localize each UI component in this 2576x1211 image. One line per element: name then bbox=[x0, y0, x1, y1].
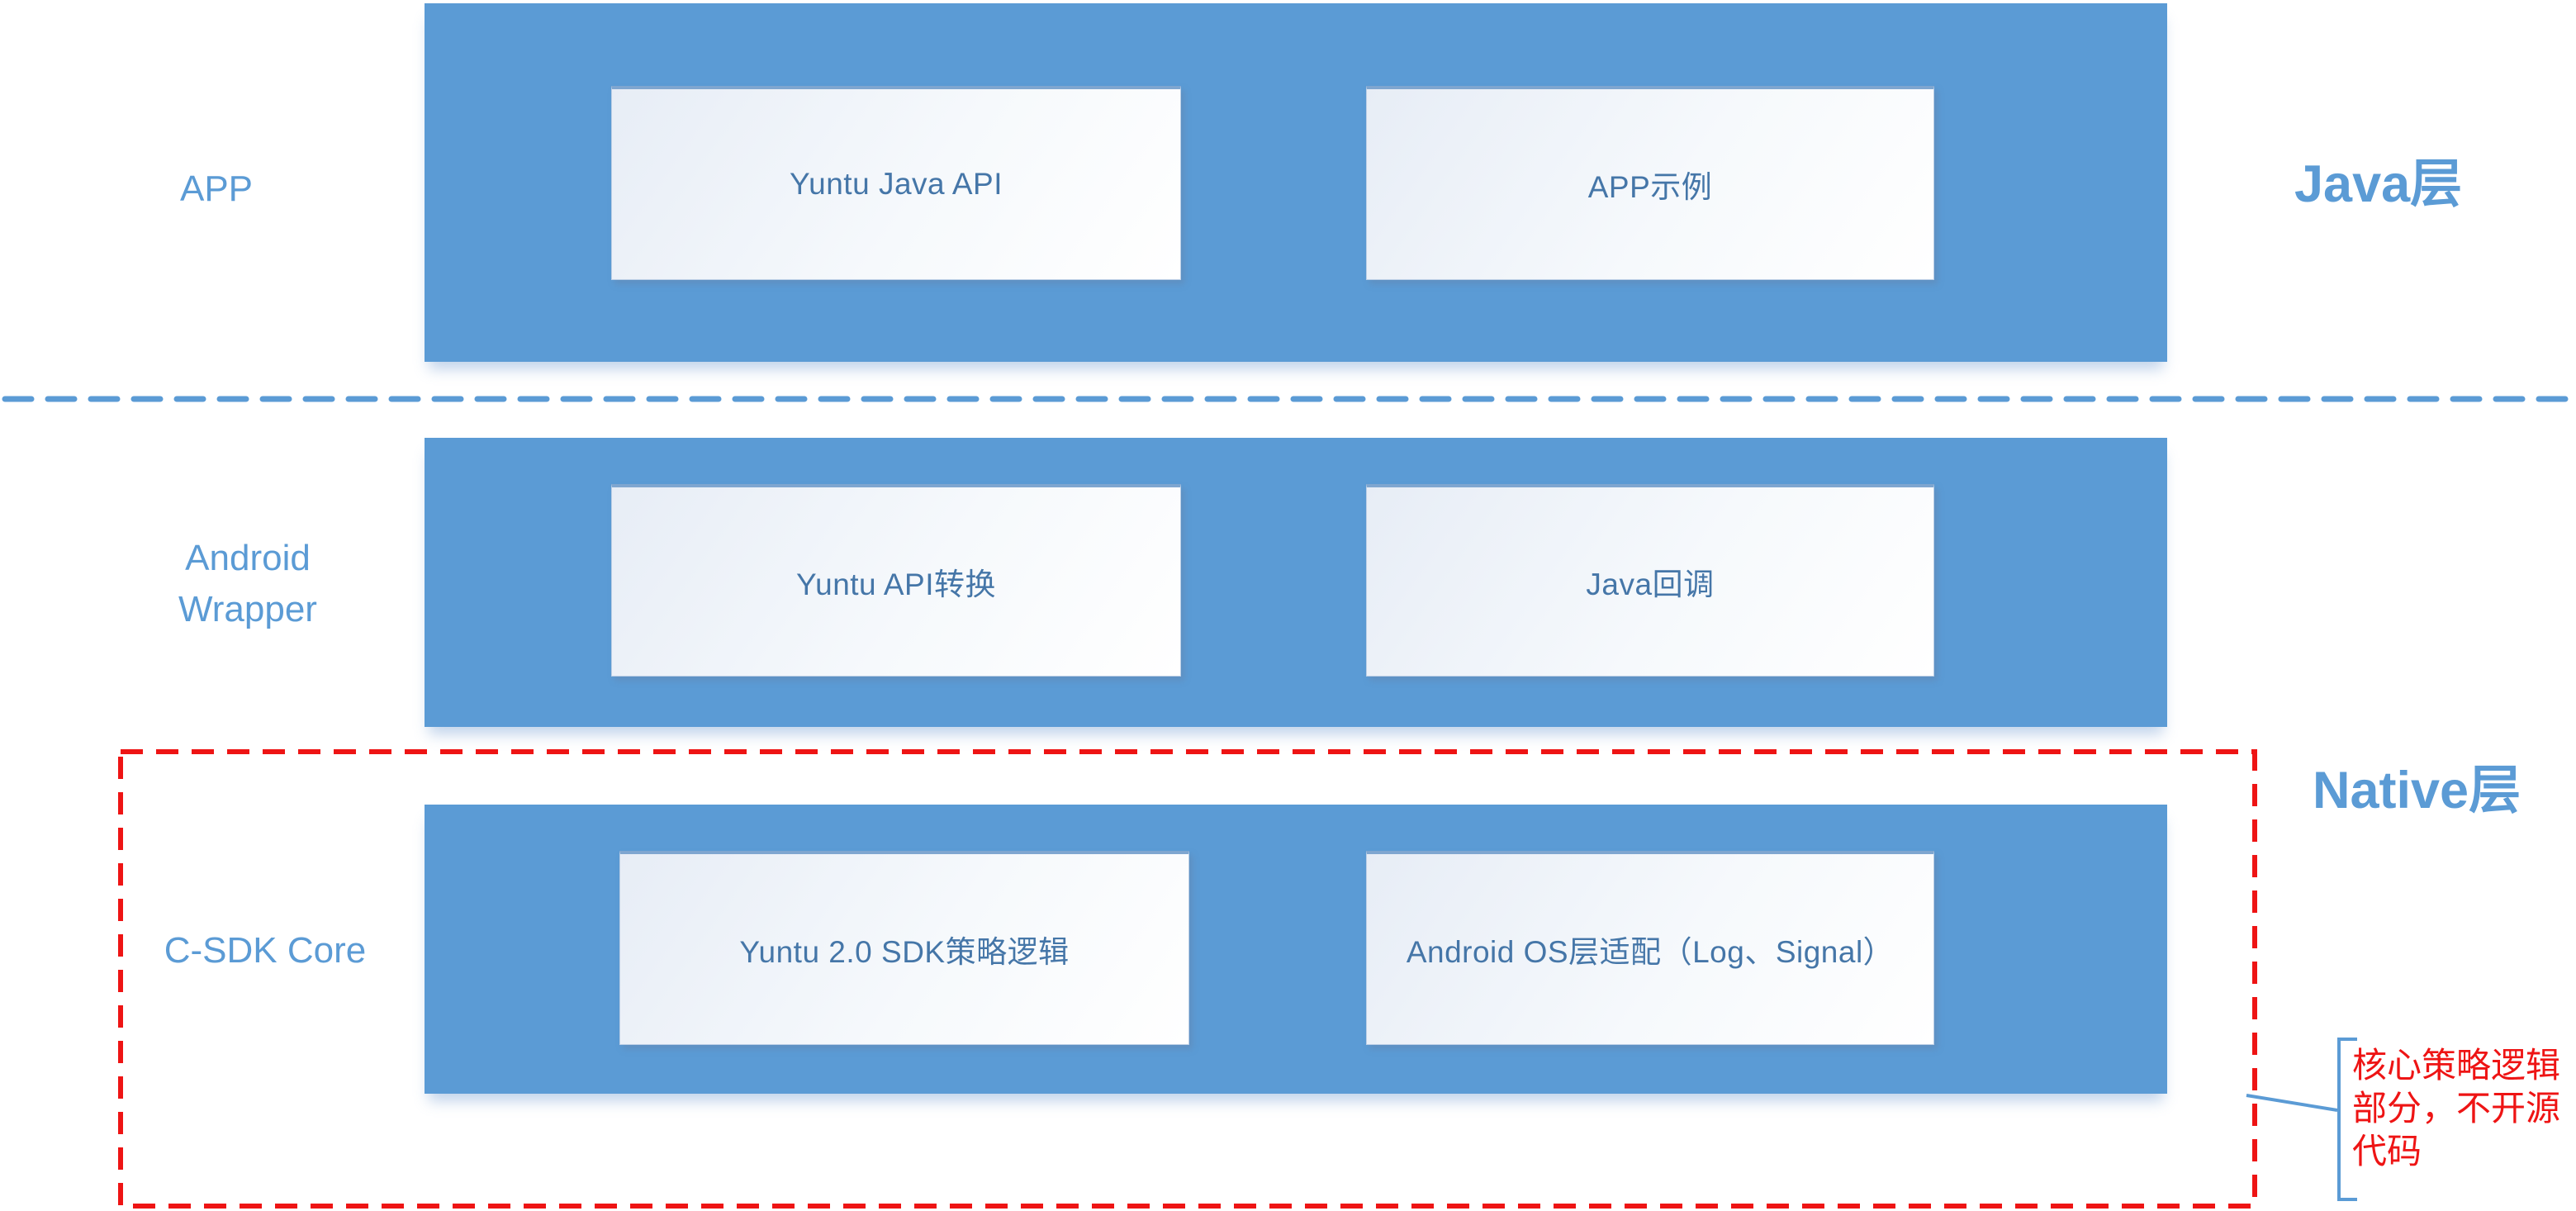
layer-label-csdk-core: C-SDK Core bbox=[164, 930, 367, 971]
box-label: Yuntu 2.0 SDK策略逻辑 bbox=[739, 935, 1070, 969]
box-label: Yuntu API转换 bbox=[795, 568, 997, 601]
box-yuntu-sdk-strategy: Yuntu 2.0 SDK策略逻辑 bbox=[619, 851, 1189, 1045]
zone-label-java-layer: Java层 bbox=[2294, 155, 2463, 213]
box-yuntu-java-api: Yuntu Java API bbox=[611, 86, 1181, 280]
annotation-line: 代码 bbox=[2352, 1132, 2422, 1171]
box-java-callback: Java回调 bbox=[1366, 484, 1934, 677]
layer-band-csdk-core: Yuntu 2.0 SDK策略逻辑 Android OS层适配（Log、Sign… bbox=[425, 805, 2167, 1094]
callout-connector-line bbox=[2246, 1094, 2338, 1112]
annotation-line: 核心策略逻辑 bbox=[2352, 1046, 2561, 1085]
annotation-not-open-source: 核心策略逻辑 部分，不开源 代码 bbox=[2352, 1044, 2560, 1173]
box-yuntu-api-convert: Yuntu API转换 bbox=[611, 484, 1181, 677]
layer-band-app: Yuntu Java API APP示例 bbox=[425, 3, 2167, 362]
annotation-line: 部分，不开源 bbox=[2352, 1089, 2561, 1128]
layer-label-app: APP bbox=[179, 169, 254, 209]
layer-band-android-wrapper: Yuntu API转换 Java回调 bbox=[425, 438, 2167, 727]
box-label: Android OS层适配（Log、Signal） bbox=[1406, 935, 1895, 969]
box-android-os-adapt: Android OS层适配（Log、Signal） bbox=[1366, 851, 1934, 1045]
zone-label-native-layer: Native层 bbox=[2313, 762, 2521, 819]
box-app-sample: APP示例 bbox=[1366, 86, 1934, 280]
layer-label-android-wrapper: Android Wrapper bbox=[178, 538, 317, 629]
box-label: Java回调 bbox=[1586, 568, 1715, 601]
box-label: APP示例 bbox=[1587, 170, 1713, 204]
box-label: Yuntu Java API bbox=[790, 167, 1003, 201]
